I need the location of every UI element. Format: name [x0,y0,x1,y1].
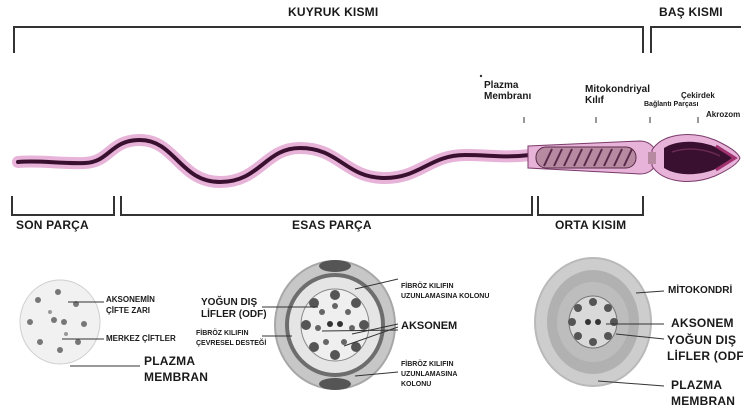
cs1-plasma-label-line2: MEMBRAN [144,371,208,384]
dot-mark [480,75,482,77]
cross-section-principal-piece [275,260,395,390]
longitudinal-col-top-line1: FİBRÖZ KILIFIN [401,283,454,291]
connecting-piece-label: Bağlantı Parçası [644,101,698,109]
longitudinal-col-bottom-line1: FİBRÖZ KILIFIN [401,361,454,369]
plasma-membrane-label: Plazma Membranı [484,80,540,102]
longitudinal-col-bottom-line2: UZUNLAMASINA [401,371,457,379]
sperm-cell [18,135,740,182]
cs3-odf-label-line1: YOĞUN DIŞ [667,334,736,347]
cs3-plasma-label-line1: PLAZMA [671,379,722,392]
cs2-odf-label-line1: YOĞUN DIŞ [201,297,257,308]
cs3-axoneme-label: AKSONEM [671,317,734,330]
tail-bracket [14,27,643,53]
central-pair-label: MERKEZ ÇİFTLER [106,335,176,344]
longitudinal-col-bottom-line3: KOLONU [401,381,431,389]
cs3-odf-label-line2: LİFLER (ODF) [667,350,743,363]
cs1-plasma-label-line1: PLAZMA [144,355,195,368]
connecting-neck [648,152,656,164]
cs2-axoneme-label: AKSONEM [401,320,457,332]
acrosome-label: Akrozom [706,111,740,120]
mitochondria-label: MİTOKONDRİ [668,285,732,296]
end-piece-label: SON PARÇA [16,219,89,232]
nucleus-label: Çekirdek [681,92,715,101]
longitudinal-col-top-line2: UZUNLAMASINA KOLONU [401,293,489,301]
bottom-brackets [12,196,643,215]
head-section-label: BAŞ KISMI [659,6,723,19]
cs2-odf-label-line2: LİFLER (ODF) [201,309,267,320]
circumferential-label-line1: FİBRÖZ KILIFIN [196,330,249,338]
axoneme-membrane-label-line2: ÇİFTE ZARI [106,307,150,316]
cross-section-mid-piece [535,258,651,386]
cs3-plasma-label-line2: MEMBRAN [671,395,735,408]
principal-piece-label: ESAS PARÇA [292,219,372,232]
mid-piece-label: ORTA KISIM [555,219,626,232]
tail-section-label: KUYRUK KISMI [288,6,378,19]
cross-section-end-piece [20,280,100,364]
head-bracket [651,27,741,53]
circumferential-label-line2: ÇEVRESEL DESTEĞİ [196,340,266,348]
pointer-marks [524,117,698,123]
axoneme-membrane-label-line1: AKSONEMİN [106,296,155,305]
